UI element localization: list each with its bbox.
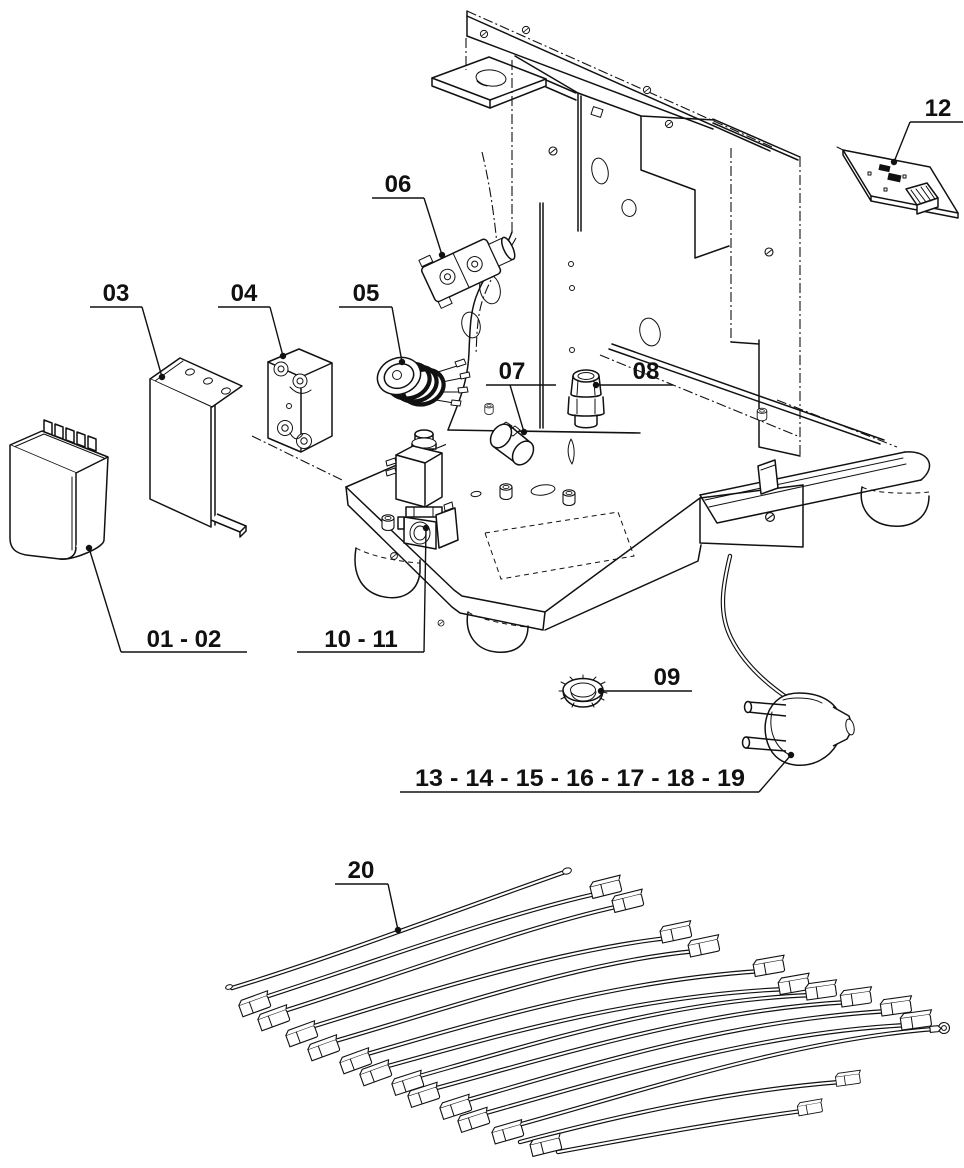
- part-wiring-harness-20: [225, 867, 951, 1158]
- base-plate: [345, 403, 804, 631]
- callout-09: 09: [597, 664, 692, 695]
- part-pcb-12: [836, 146, 959, 219]
- callouts: 01 - 02 03 04 05 06 07: [85, 95, 963, 934]
- part-control-unit-01-02: [9, 419, 109, 560]
- part-solenoid-valve-10-11: [385, 429, 459, 550]
- part-ring-nut-09: [558, 674, 608, 708]
- callout-label-04: 04: [231, 280, 258, 307]
- callout-04: 04: [218, 280, 287, 360]
- part-round-switch-05: [376, 356, 471, 407]
- foot-front: [466, 611, 529, 653]
- callout-20: 20: [335, 857, 402, 934]
- power-cord: [720, 553, 795, 704]
- callout-07: 07: [486, 358, 556, 436]
- part-power-plug-13-19: [741, 692, 855, 766]
- callout-10-11: 10 - 11: [297, 524, 430, 653]
- callout-label-13-19: 13 - 14 - 15 - 16 - 17 - 18 - 19: [415, 765, 745, 792]
- foot-left: [354, 547, 421, 599]
- part-cable-gland-08: [567, 369, 605, 429]
- callout-01-02: 01 - 02: [85, 544, 247, 653]
- callout-03: 03: [90, 280, 166, 381]
- part-capacitor-07: [489, 421, 575, 466]
- callout-05: 05: [339, 280, 406, 366]
- beam-top-edge: [466, 10, 773, 148]
- capacitor-clip: [567, 438, 575, 465]
- callout-label-07: 07: [499, 358, 526, 385]
- callout-label-08: 08: [633, 358, 660, 385]
- callout-label-06: 06: [385, 171, 412, 198]
- callout-12: 12: [890, 95, 963, 166]
- part-thermostat-06: [418, 236, 516, 309]
- callout-label-09: 09: [654, 664, 681, 691]
- mounting-tab: [431, 56, 577, 109]
- part-bracket-03: [149, 357, 343, 538]
- callout-label-12: 12: [925, 95, 952, 122]
- callout-08: 08: [592, 358, 673, 389]
- part-ssr-04: [267, 348, 333, 453]
- callout-06: 06: [372, 171, 446, 259]
- callout-label-20: 20: [348, 857, 375, 884]
- foot-right: [860, 486, 930, 527]
- callout-label-03: 03: [103, 280, 130, 307]
- callout-label-05: 05: [353, 280, 380, 307]
- callout-13-19: 13 - 14 - 15 - 16 - 17 - 18 - 19: [400, 751, 795, 793]
- callout-label-10-11: 10 - 11: [324, 626, 397, 653]
- callout-label-01-02: 01 - 02: [147, 626, 222, 653]
